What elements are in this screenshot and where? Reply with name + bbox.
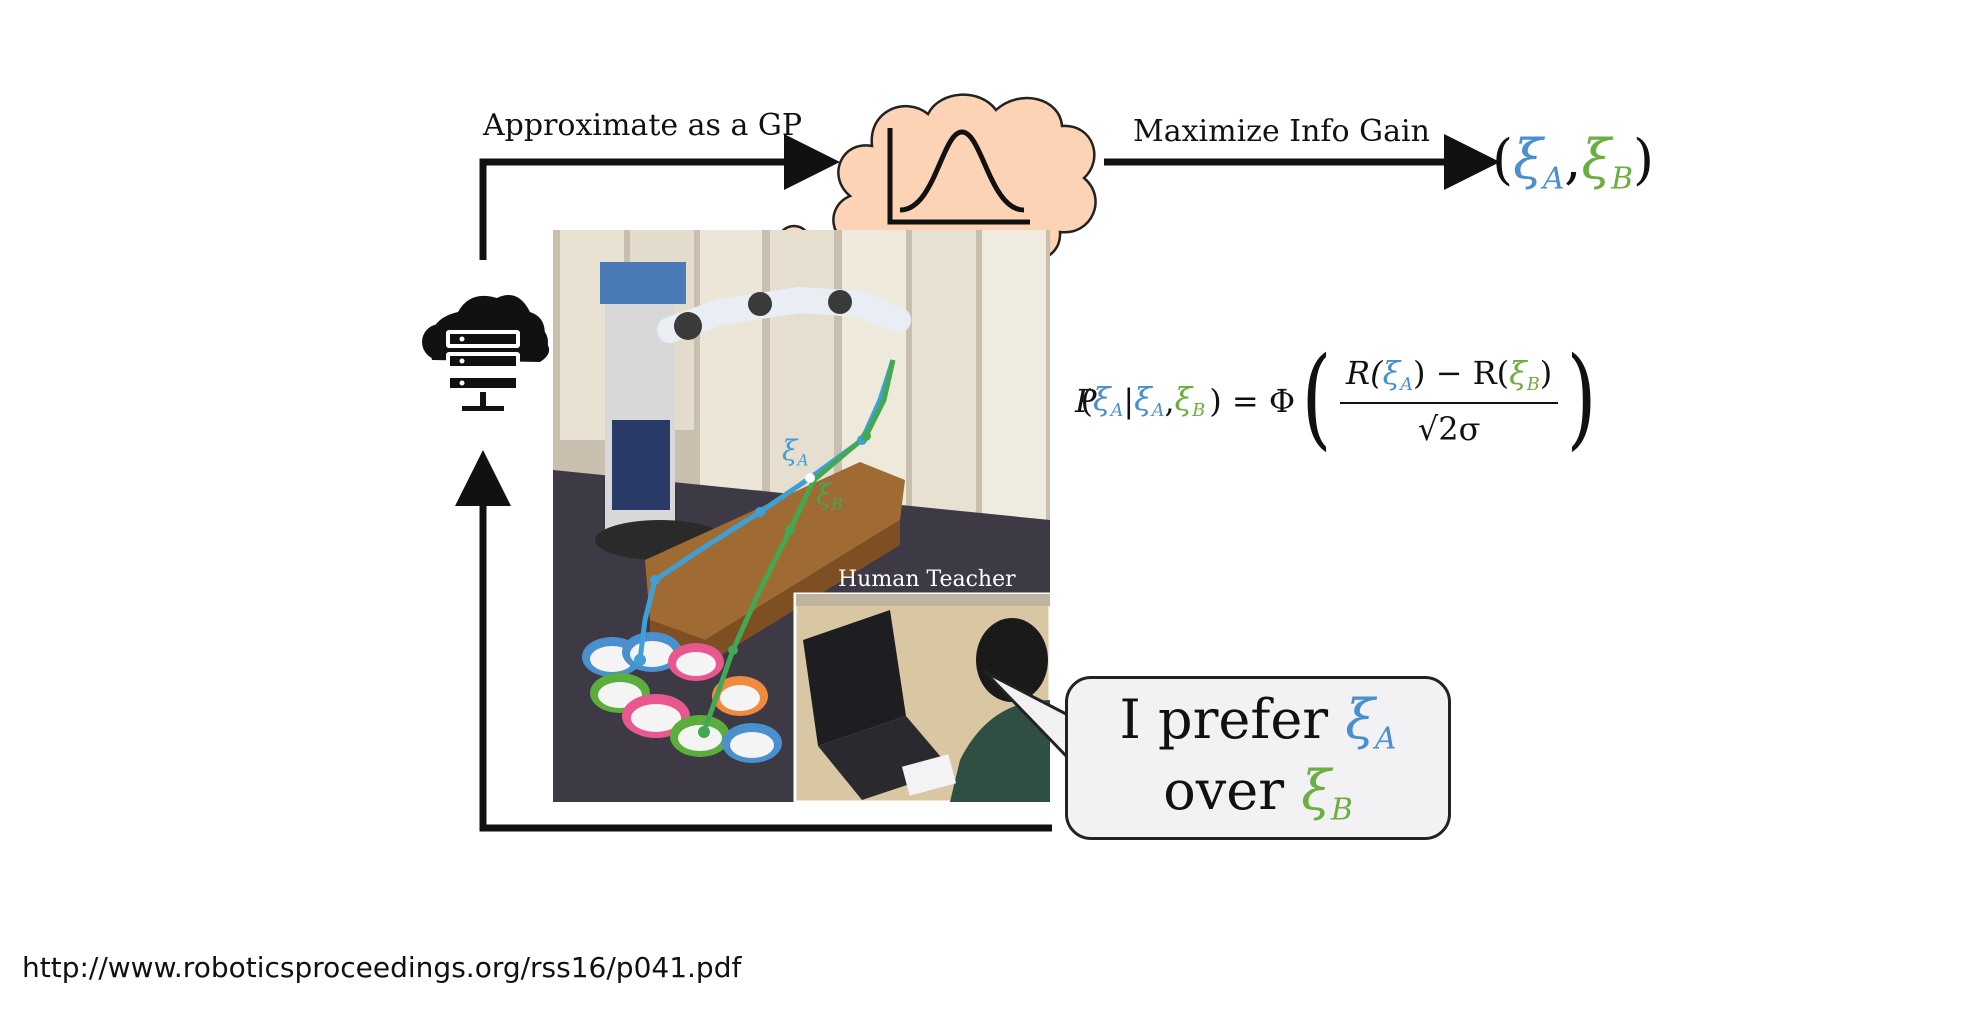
preference-formula: P P( ( ξA | ξA,ξB ) = Φ ( R(ξA) − R(ξB) … — [1075, 333, 1597, 461]
trajectory-b-label: ξB — [816, 478, 843, 514]
speech-bubble: I prefer ξA over ξB — [1065, 676, 1451, 840]
speech-line-1: I prefer ξA — [1119, 688, 1397, 757]
speech-line-2: over ξB — [1163, 759, 1353, 828]
source-url: http://www.roboticsproceedings.org/rss16… — [22, 951, 742, 984]
maximize-info-gain-label: Maximize Info Gain — [1133, 114, 1430, 149]
trajectory-a-label: ξA — [782, 434, 809, 470]
human-teacher-photo — [793, 592, 1052, 804]
cloud-server-icon — [422, 295, 550, 411]
trajectory-pair: (ξA,ξB) — [1492, 128, 1655, 197]
loop-arrow-up-right — [479, 134, 840, 260]
gaussian-curve-icon — [887, 128, 1030, 225]
approximate-gp-label: Approximate as a GP — [483, 108, 803, 143]
human-teacher-label: Human Teacher — [838, 567, 1016, 592]
loop-arrow-back — [455, 450, 1052, 832]
trajectory-b-path — [701, 359, 896, 733]
